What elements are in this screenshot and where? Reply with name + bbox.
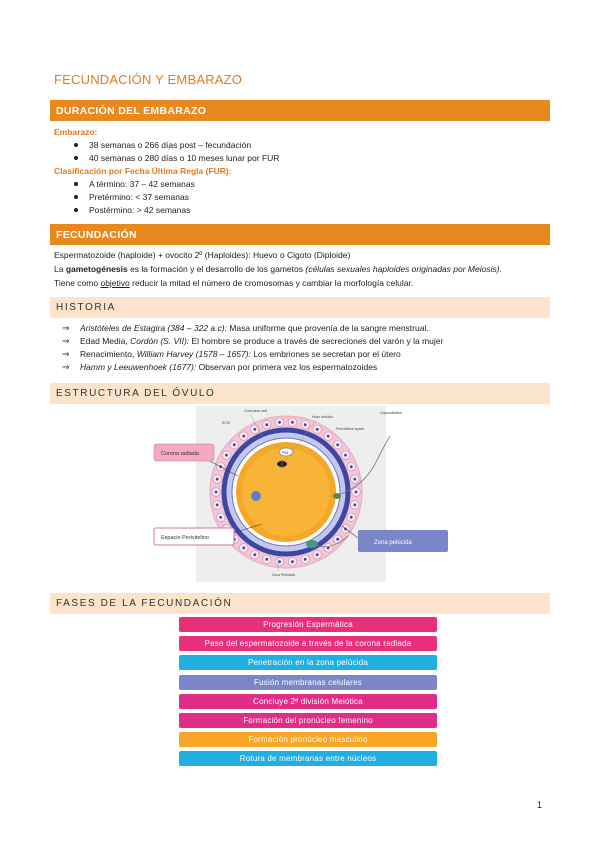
corona-cell-nucleus	[344, 453, 347, 457]
corona-cell-nucleus	[303, 423, 307, 427]
fur-item: A término: 37 – 42 semanas	[74, 179, 195, 189]
sperm-tail	[317, 535, 349, 548]
page-title: FECUNDACIÓN Y EMBARAZO	[54, 72, 243, 87]
corona-cell-nucleus	[215, 477, 219, 481]
phase-item: Penetración en la zona pelúcida	[179, 655, 437, 671]
polar-body	[278, 447, 294, 457]
phase-item: Rotura de membranas entre núcleos	[179, 751, 437, 767]
corona-cell-nucleus	[219, 515, 223, 519]
corona-cell-nucleus	[232, 443, 236, 447]
sperm-head	[333, 493, 341, 499]
pb1-label: PB1	[282, 451, 289, 455]
sperm-head	[251, 491, 261, 501]
corona-cell-nucleus	[349, 465, 353, 469]
pvs-label: Perivitelline space	[336, 427, 364, 431]
corona-cell-nucleus	[315, 427, 319, 431]
section-heading-fecundacion: FECUNDACIÓN	[50, 224, 550, 245]
historia-item: ⇒Aristóteles de Estagira (384 – 322 a.c)…	[62, 323, 429, 333]
embarazo-label: Embarazo:	[54, 127, 98, 137]
corona-cell-nucleus	[349, 515, 353, 519]
section-heading-fases: FASES DE LA FECUNDACIÓN	[50, 593, 550, 614]
zona-callout	[358, 530, 448, 552]
phase-item: Fusión membranas celulares	[179, 674, 437, 690]
ecm-label: ECM	[222, 421, 230, 425]
corona-cell-nucleus	[336, 537, 340, 541]
historia-item: ⇒Renacimiento, William Harvey (1578 – 16…	[62, 349, 401, 359]
embarazo-item: 38 semanas o 266 días post – fecundación	[74, 140, 251, 150]
fur-label: Clasificación por Fecha Última Regla (FU…	[54, 166, 232, 176]
section-heading-duracion: DURACIÓN DEL EMBARAZO	[50, 100, 550, 121]
corona-cell-nucleus	[315, 553, 319, 557]
phase-item: Paso del espermatozoide a través de la c…	[179, 636, 437, 652]
corona-callout	[153, 443, 215, 462]
corona-cell-nucleus	[291, 420, 294, 424]
objetivo-line: Tiene como objetivo reducir la mitad el …	[54, 278, 414, 288]
zona-callout-label: Zona pelúcida	[374, 540, 412, 546]
corona-cell-nucleus	[242, 434, 246, 438]
gametogenesis-line: La gametogénesis es la formación y el de…	[54, 264, 502, 274]
page-number: 1	[537, 800, 543, 810]
corona-cell-nucleus	[326, 434, 330, 438]
embarazo-item: 40 semanas o 280 días o 10 meses lunar p…	[74, 153, 279, 163]
sperm-tail	[340, 435, 391, 495]
ovule-diagram: PB1 Cumulus cell Capacitation Huso mitót…	[153, 406, 448, 582]
capacitation-label: Capacitation	[380, 410, 402, 415]
corona-cell-nucleus	[278, 560, 281, 564]
espacio-callout	[153, 527, 235, 546]
fur-item: Postérmino: > 42 semanas	[74, 205, 190, 215]
corona-cell-nucleus	[214, 490, 218, 494]
corona-cell-nucleus	[265, 557, 269, 561]
section-heading-ovulo: ESTRUCTURA DEL ÓVULO	[50, 383, 550, 404]
fecundacion-line: Espermatozoide (haploide) + ovocito 2º (…	[54, 250, 351, 260]
corona-cell-nucleus	[242, 546, 246, 550]
historia-item: ⇒Edad Media, Cordón (S. VII): El hombre …	[62, 336, 444, 346]
corona-cell-nucleus	[291, 560, 294, 564]
section-heading-historia: HISTORIA	[50, 297, 550, 318]
oocyte-cytoplasm	[242, 448, 330, 536]
sperm-head	[306, 540, 318, 548]
corona-cell-nucleus	[253, 553, 257, 557]
corona-cell-nucleus	[336, 443, 340, 447]
historia-item: ⇒Hamm y Leeuwenhoek (1677): Observan por…	[62, 362, 378, 372]
phase-item: Formación del pronúcleo femenino	[179, 713, 437, 728]
corona-callout-label: Corona radiada	[161, 451, 200, 457]
zona-small-label: Zona Pellucida	[272, 573, 295, 577]
corona-cell-nucleus	[354, 490, 358, 494]
corona-cell-nucleus	[265, 423, 269, 427]
huso-label: Huso mitótico	[312, 415, 333, 419]
corona-cell-nucleus	[353, 477, 357, 481]
espacio-callout-label: Espacio Perivitelino	[161, 535, 209, 541]
corona-cell-nucleus	[253, 427, 257, 431]
corona-cell-nucleus	[326, 546, 330, 550]
phase-item: Formación pronúcleo masculino	[179, 732, 437, 748]
corona-cell-nucleus	[303, 557, 307, 561]
phase-item: Progresión Espermática	[179, 617, 437, 632]
corona-cell-nucleus	[353, 503, 357, 507]
phase-item: Concluye 2ª división Meiótica	[179, 693, 437, 709]
corona-cell-nucleus	[278, 420, 281, 424]
fur-item: Pretérmino: < 37 semanas	[74, 192, 189, 202]
corona-cell-nucleus	[215, 503, 219, 507]
cumulus-label: Cumulus cell	[244, 408, 267, 413]
corona-cell-nucleus	[225, 453, 228, 457]
